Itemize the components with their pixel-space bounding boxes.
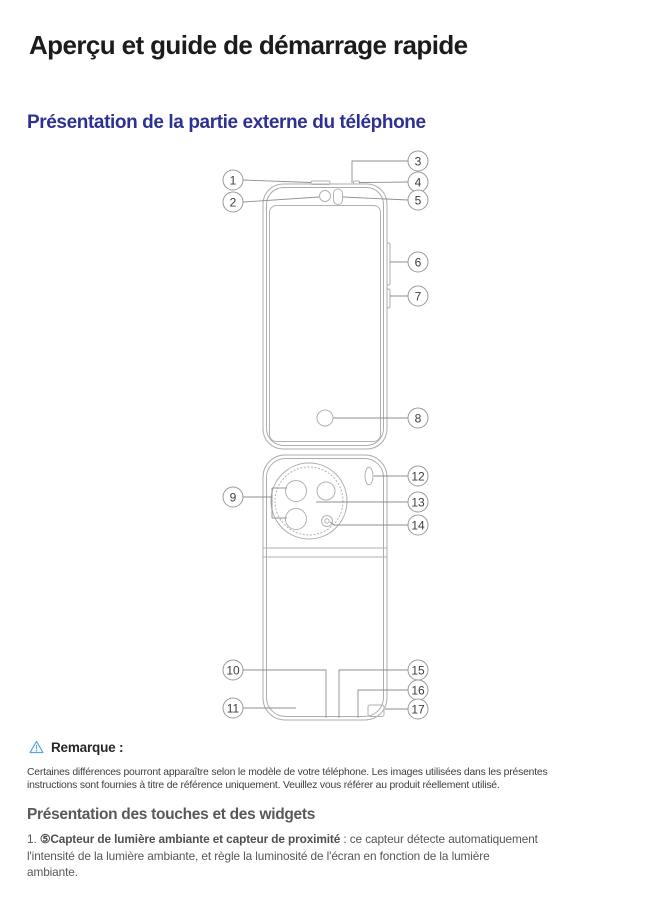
note-label: Remarque : [51,739,124,755]
callout-14: 14 [407,514,429,536]
callout-circle [407,189,429,211]
item-1-number: 1. [27,832,40,846]
callout-circle [407,465,429,487]
callout-13: 13 [407,491,429,513]
callout-number: 17 [411,702,425,716]
earpiece-slot [310,180,331,185]
callout-number: 6 [415,255,422,269]
leader-line [338,669,408,718]
top-mic-notch [353,180,360,185]
page-title: Aperçu et guide de démarrage rapide [29,30,468,60]
section-heading-keys: Présentation des touches et des widgets [27,806,316,823]
rear-lens-1 [285,480,307,502]
callout-number: 9 [230,490,237,504]
callout-number: 10 [226,663,240,677]
item-1-line1: 1. ⑤Capteur de lumière ambiante et capte… [27,831,538,848]
callout-2: 2 [222,191,244,213]
leader-line [357,689,408,718]
fingerprint-sensor [316,409,334,427]
callout-circle [222,486,244,508]
callout-circle [222,191,244,213]
callout-6: 6 [407,251,429,273]
rear-flash-inner [324,518,330,524]
callout-8: 8 [407,407,429,429]
warning-triangle-icon [29,740,44,754]
front-screen [269,205,381,442]
camera-module-ring [270,462,348,540]
callout-circle [407,150,429,172]
callout-4: 4 [407,171,429,193]
callout-number: 13 [411,495,425,509]
callout-number: 8 [415,411,422,425]
callout-number: 2 [230,195,237,209]
rear-lens-3 [285,508,307,530]
sim-tray [367,704,385,717]
callout-number: 1 [230,173,237,187]
section-heading-external: Présentation de la partie externe du tél… [27,112,426,133]
note-body: Certaines différences pourront apparaîtr… [27,766,548,792]
back-frame-outline [266,458,384,717]
item-1-line2: l'intensité de la lumière ambiante, et r… [27,848,490,863]
power-button [386,288,391,309]
item-1-marker: ⑤ [39,832,51,846]
callout-circle [407,698,429,720]
note-body-line1: Certaines différences pourront apparaîtr… [27,767,548,778]
callout-number: 15 [411,663,425,677]
callout-circle [407,514,429,536]
callout-16: 16 [407,679,429,701]
callout-number: 16 [411,683,425,697]
back-outer-outline [262,454,388,721]
note-body-line2: instructions sont fournies à titre de ré… [27,780,500,791]
callout-circle [222,697,244,719]
rear-lens-2 [316,481,336,501]
callout-circle [407,407,429,429]
callout-11: 11 [222,697,244,719]
callout-7: 7 [407,285,429,307]
callout-number: 12 [411,469,425,483]
item-1-bold: Capteur de lumière ambiante et capteur d… [50,832,341,846]
front-frame-outline [266,187,384,446]
callout-15: 15 [407,659,429,681]
callout-number: 5 [415,193,422,207]
callout-number: 14 [411,518,425,532]
callout-17: 17 [407,698,429,720]
item-1-line3: ambiante. [27,865,78,879]
note-header: Remarque : [28,739,123,755]
callout-circle [222,659,244,681]
leader-line [342,196,409,201]
item-1-ambient-light-sensor: 1. ⑤Capteur de lumière ambiante et capte… [27,831,538,881]
leader-line [243,669,327,718]
callout-circle [407,491,429,513]
leader-line [351,160,408,183]
leader-line [329,521,408,526]
callout-circle [407,251,429,273]
callout-10: 10 [222,659,244,681]
volume-button [386,242,391,286]
leader-line [358,181,409,183]
callout-number: 3 [415,154,422,168]
led-flash-strip [364,466,374,486]
callout-circle [222,169,244,191]
leader-line [242,179,312,183]
item-1-rest: : ce capteur détecte automatiquement [340,832,538,846]
proximity-sensor [333,188,343,205]
phone-front-view [262,180,391,450]
front-camera [319,190,331,202]
rear-flash [321,515,333,527]
callout-5: 5 [407,189,429,211]
callout-1: 1 [222,169,244,191]
phone-back-view [262,454,388,721]
callout-number: 7 [415,289,422,303]
callout-circle [407,285,429,307]
callout-12: 12 [407,465,429,487]
callout-9: 9 [222,486,244,508]
leader-line [242,196,320,203]
callout-number: 4 [415,175,422,189]
callout-3: 3 [407,150,429,172]
camera-module-inner-ring [274,466,344,536]
callout-number: 11 [227,701,240,715]
front-outer-outline [262,183,388,450]
